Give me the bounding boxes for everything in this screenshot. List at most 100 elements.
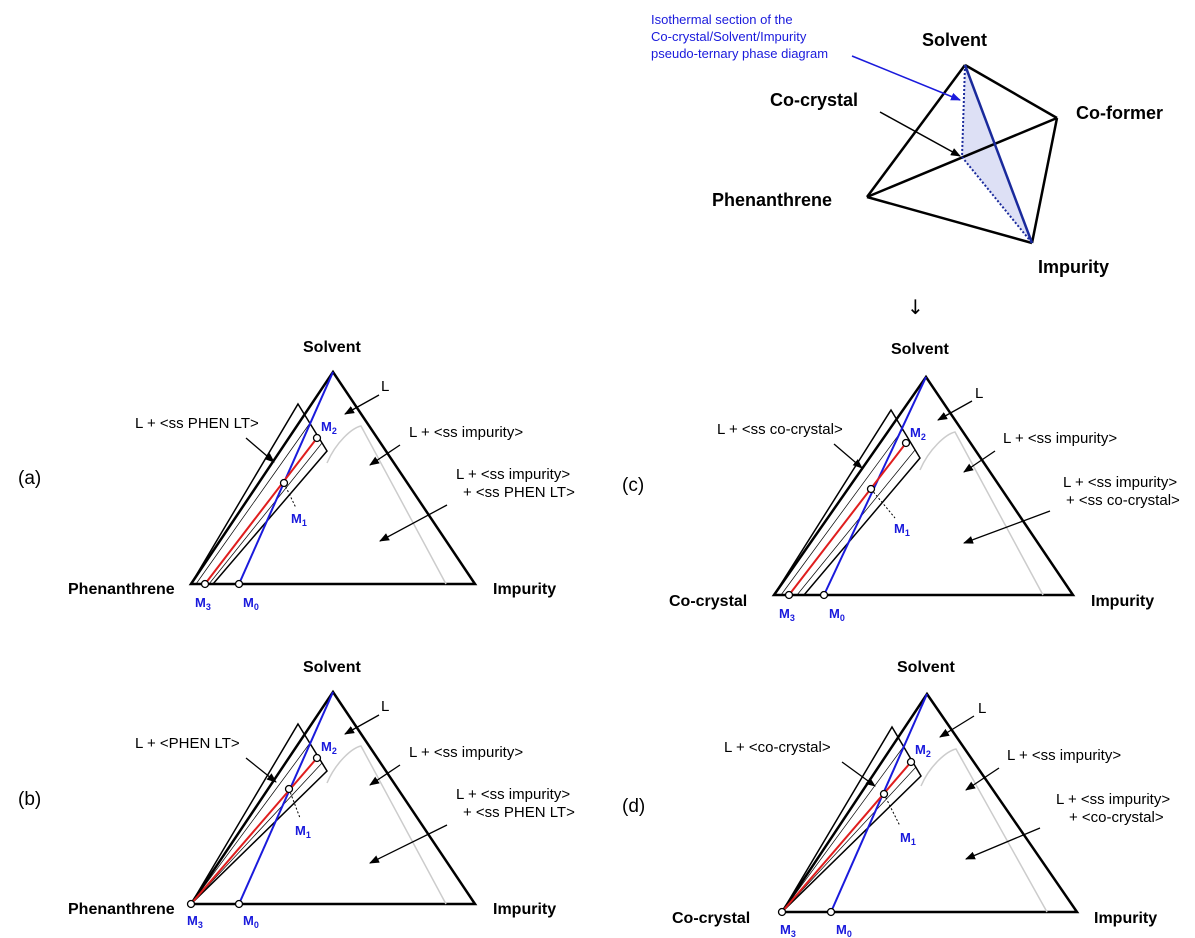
panel-c-liquid-label: L [975,385,983,402]
panel-d-solubility-curve [920,748,1048,913]
panel-a-liquid-label: L [381,378,389,395]
panel-a-liquid-arrow [344,394,380,415]
panel-c-triangle [771,374,1076,597]
panel-c-tie-line-2 [796,449,916,596]
down-arrow: ↓ [907,295,924,319]
panel-a-right-phase-arrow [369,444,401,466]
panel-c-liquid-line [823,376,927,596]
panel-a-m3-label: M3 [195,595,211,612]
panel-d-three-phase-label-2: + <co-crystal> [1069,809,1164,826]
panel-b-two-phase-zone [190,722,328,905]
panel-b-three-phase-arrow [369,824,448,864]
panel-d-two-phase-zone [781,725,922,913]
panel-a-m1-leader [283,482,297,509]
panel-a-three-phase-arrow [379,504,448,542]
panel-d-left-vertex: Co-crystal [672,910,750,927]
panel-a-m3-point [200,579,210,589]
panel-b-right-vertex: Impurity [493,901,556,918]
panel-a-m1-point [279,478,289,488]
panel-d-m2-point [906,757,916,767]
panel-b-top-vertex: Solvent [303,659,361,676]
panel-c-left-phase-label: L + <ss co-crystal> [717,421,843,438]
panel-d-three-phase-label-1: L + <ss impurity> [1056,791,1170,808]
panel-c-m1-leader [870,488,896,519]
panel-d-top-vertex: Solvent [897,659,955,676]
panel-a-m2-label: M2 [321,419,337,436]
panel-c-m0-point [819,590,829,600]
panel-c-left-phase-arrow [833,443,863,469]
panel-c-left-vertex: Co-crystal [669,593,747,610]
panel-d-right-phase-arrow [965,767,1000,791]
tetra-impurity-label: Impurity [1038,257,1109,277]
panel-a-left-vertex: Phenanthrene [68,581,175,598]
panel-a-tag: (a) [18,468,41,489]
panel-c-three-phase-arrow [963,510,1051,544]
panel-c-m0-label: M0 [829,606,845,623]
panel-d-liquid-label: L [978,700,986,717]
panel-b-left-vertex: Phenanthrene [68,901,175,918]
panel-d-left-phase-arrow [841,761,876,787]
panel-b-m0-label: M0 [243,913,259,930]
edge-coformer-impurity [1030,117,1059,244]
panel-a-tie-line-2 [208,442,323,585]
panel-d: (d) Solvent Co-crystal Impurity L L + <c… [622,659,1170,938]
panel-a-triangle [188,369,478,586]
panel-c-tag: (c) [622,475,644,496]
panel-a-left-phase-label: L + <ss PHEN LT> [135,415,259,432]
panel-d-m3-point [777,907,787,917]
panel-c-m3-label: M3 [779,606,795,623]
section-edge-solvent-cocrystal [961,64,966,158]
panel-d-right-vertex: Impurity [1094,910,1157,927]
panel-a-three-phase-label-2: + <ss PHEN LT> [463,484,575,501]
panel-b-right-phase-label: L + <ss impurity> [409,744,523,761]
panel-c-tie-line-1 [780,428,904,596]
section-edge-cocrystal-impurity [961,156,1033,244]
panel-c-right-vertex: Impurity [1091,593,1154,610]
panel-a-left-phase-arrow [245,437,275,463]
panel-c-m1-point [866,484,876,494]
panel-c-three-phase-label-2: + <ss co-crystal> [1066,492,1180,509]
panel-d-m0-label: M0 [836,922,852,938]
panel-d-m2-label: M2 [915,742,931,759]
panel-d-m1-point [879,789,889,799]
panel-a-three-phase-label-1: L + <ss impurity> [456,466,570,483]
panel-a-tie-line-1 [195,422,311,585]
panel-b-liquid-line [238,691,334,905]
panel-a-top-vertex: Solvent [303,339,361,356]
panel-c-right-phase-label: L + <ss impurity> [1003,430,1117,447]
edge-solvent-coformer [964,63,1058,120]
panel-d-tie-line-1 [781,745,905,913]
panel-c-red-tie-line [788,442,907,596]
section-note-arrow [851,55,961,101]
panel-b-triangle [188,689,478,906]
panel-b-m3-point [186,899,196,909]
panel-b-three-phase-label-1: L + <ss impurity> [456,786,570,803]
panel-a-m0-point [234,579,244,589]
section-note-line-3: pseudo-ternary phase diagram [651,46,828,61]
panel-b-liquid-label: L [381,698,389,715]
panel-b-red-tie-line [190,757,318,905]
panel-d-liquid-line [830,693,928,913]
section-note-line-1: Isothermal section of the [651,12,793,27]
panel-d-m0-point [826,907,836,917]
tetrahedron: Isothermal section of the Co-crystal/Sol… [651,12,1163,319]
panel-c-right-phase-arrow [963,450,996,473]
edge-solvent-impurity [963,64,1034,244]
panel-a-right-vertex: Impurity [493,581,556,598]
edge-phen-impurity [866,195,1033,245]
panel-c-solubility-curve [919,431,1044,596]
panel-c-m2-label: M2 [910,425,926,442]
panel-b-tie-line-1 [190,742,311,905]
panel-c-top-vertex: Solvent [891,341,949,358]
panel-c-three-phase-label-1: L + <ss impurity> [1063,474,1177,491]
panel-d-triangle [779,691,1080,914]
panel-b-tie-line-2 [190,762,323,905]
tetra-phenanthrene-label: Phenanthrene [712,190,832,210]
panel-d-right-phase-label: L + <ss impurity> [1007,747,1121,764]
section-note-line-2: Co-crystal/Solvent/Impurity [651,29,807,44]
panel-b-liquid-arrow [344,714,380,735]
tetra-coformer-label: Co-former [1076,103,1163,123]
panel-a-red-tie-line [204,437,318,585]
panel-d-red-tie-line [781,761,912,913]
